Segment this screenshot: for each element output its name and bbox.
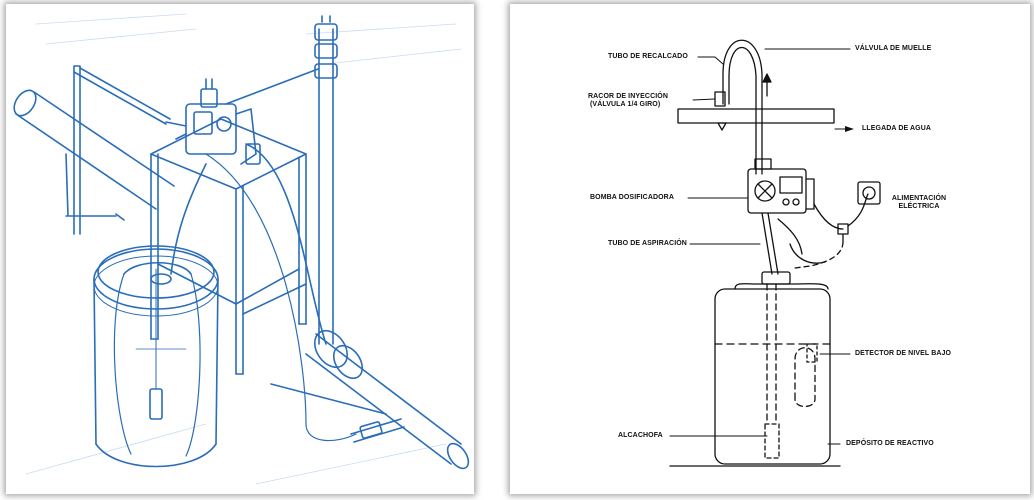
delivery-tube-inner <box>728 47 757 175</box>
label-alimentacion-line2: ELÉCTRICA <box>898 203 940 210</box>
connecting-rod <box>225 68 319 105</box>
power-socket-face <box>862 186 876 200</box>
isometric-installation-drawing <box>13 13 470 485</box>
isometric-installation-panel <box>6 4 474 494</box>
dosing-pump-box <box>747 158 815 214</box>
label-valvula-muelle: VÁLVULA DE MUELLE <box>855 45 932 52</box>
suction-tube <box>170 163 207 275</box>
suction-tube-line <box>761 212 779 275</box>
background-hatching <box>25 13 462 485</box>
delivery-tube-line <box>722 39 763 175</box>
wall-bracket-arm <box>73 65 171 235</box>
power-socket <box>857 181 881 205</box>
cable-to-socket <box>847 193 869 227</box>
label-racor-line2: (VÁLVULA 1/4 GIRO) <box>590 101 661 108</box>
injection-nozzle <box>717 122 727 131</box>
dosing-pump-assembly <box>165 78 261 165</box>
label-alcachofa: ALCACHOFA <box>618 432 663 439</box>
lower-water-pipe <box>270 329 470 470</box>
spring-valve-arrowhead <box>762 73 772 83</box>
vertical-riser-pipe <box>314 15 338 345</box>
label-llegada-agua: LLEGADA DE AGUA <box>862 125 932 132</box>
pump-hose <box>789 243 826 264</box>
label-detector: DETECTOR DE NIVEL BAJO <box>855 350 952 357</box>
upper-water-pipe <box>13 89 175 217</box>
label-bomba: BOMBA DOSIFICADORA <box>590 194 674 201</box>
level-detector <box>794 347 816 408</box>
pump-outlet-curve <box>777 218 803 255</box>
label-racor-line1: RACOR DE INYECCIÓN <box>588 93 668 100</box>
llegada-arrow <box>845 126 854 132</box>
sensor-cable <box>794 241 844 269</box>
level-detector-float <box>806 343 818 363</box>
label-tubo-recalcado: TUBO DE RECALCADO <box>608 53 688 60</box>
dosing-schematic-drawing <box>669 39 881 467</box>
leader-racor <box>692 98 716 101</box>
dosing-schematic-panel: TUBO DE RECALCADO VÁLVULA DE MUELLE RACO… <box>510 4 1030 494</box>
delivery-tube <box>245 143 327 345</box>
dip-tube <box>766 283 777 425</box>
reagent-tank <box>93 245 219 468</box>
reagent-tank-schematic <box>714 271 831 465</box>
label-alimentacion-line1: ALIMENTACIÓN <box>891 195 947 202</box>
leader-tubo-recalcado <box>697 56 724 65</box>
label-tubo-aspiracion: TUBO DE ASPIRACIÓN <box>608 240 687 247</box>
power-cable <box>813 203 844 230</box>
leader-lines <box>669 48 851 445</box>
cable-to-pipe <box>205 153 357 442</box>
strainer <box>764 423 780 459</box>
label-deposito: DEPÓSITO DE REACTIVO <box>846 440 934 447</box>
